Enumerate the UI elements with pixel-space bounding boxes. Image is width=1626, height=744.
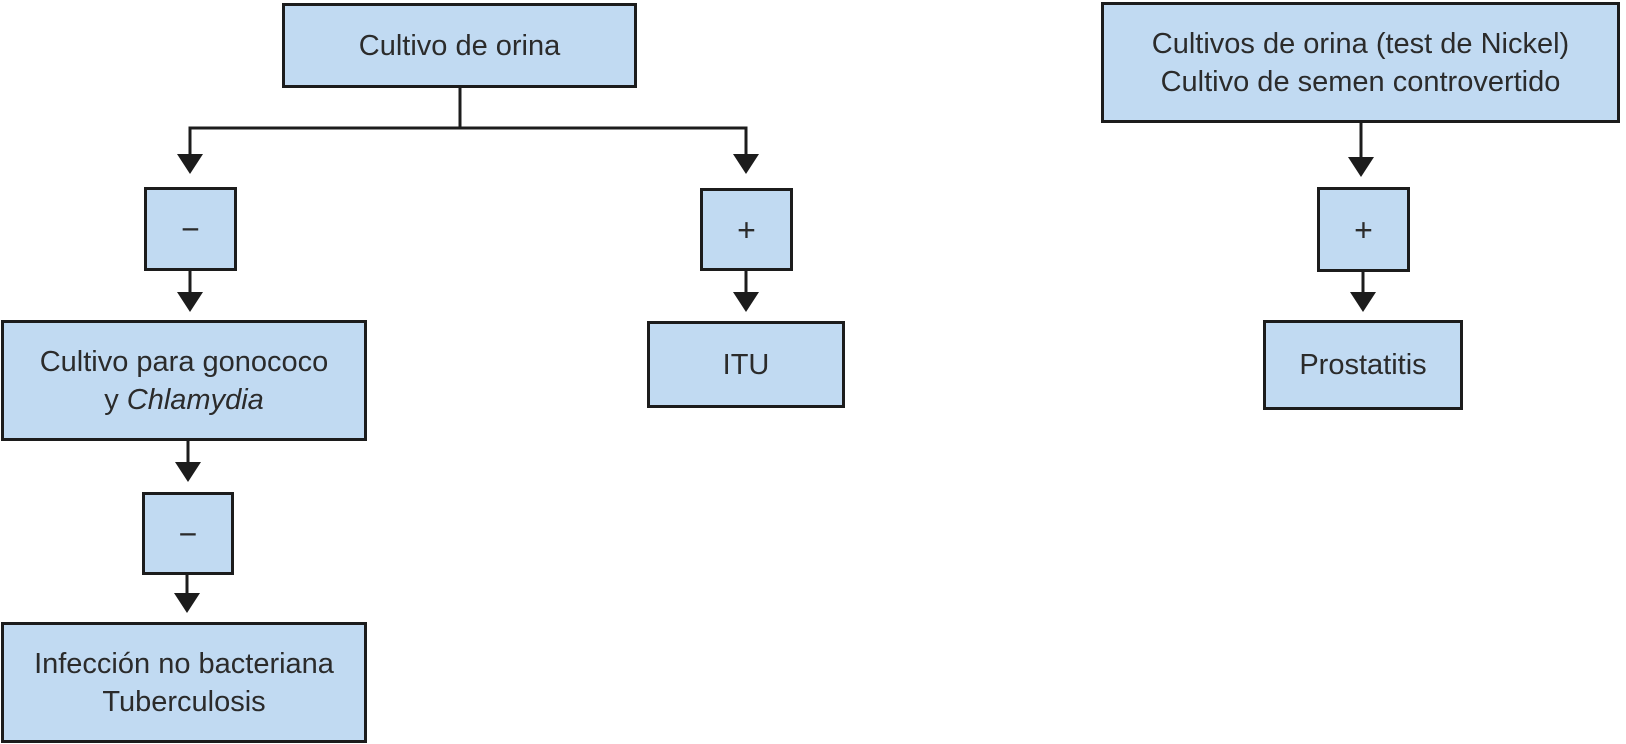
node-nickel-test: Cultivos de orina (test de Nickel) Culti… [1101,2,1620,123]
node-prostatitis: Prostatitis [1263,320,1463,410]
node-label: Prostatitis [1299,349,1427,381]
positive-sign-label: + [737,211,756,248]
negative-sign-label: − [181,211,200,247]
node-positive-result: + [700,188,793,271]
node-gonococcus-chlamydia-culture: Cultivo para gonococo y Chlamydia [1,320,367,441]
node-label: Cultivo de orina [358,29,561,62]
node-label-line1: Infección no bacteriana [34,647,334,680]
node-label-line2: y Chlamydia [104,381,264,419]
node-label: ITU [722,348,770,381]
node-negative-result: − [144,187,237,271]
node-cultivo-de-orina: Cultivo de orina [282,3,637,88]
node-label-line1: Cultivo para gonococo [39,345,329,378]
node-label-line2: Tuberculosis [102,685,266,718]
node-label-line2: Cultivo de semen controvertido [1160,65,1561,98]
node-positive-result-2: + [1317,187,1410,272]
positive-sign-label: + [1354,211,1373,248]
node-itu: ITU [647,321,845,408]
node-label-line1: Cultivos de orina (test de Nickel) [1151,27,1570,60]
negative-sign-label: − [178,515,198,552]
node-negative-result-2: − [142,492,234,575]
node-nonbacterial-infection: Infección no bacteriana Tuberculosis [1,622,367,743]
node-label-line2-italic: Chlamydia [126,383,264,416]
node-label-line2-prefix: y [104,383,127,416]
